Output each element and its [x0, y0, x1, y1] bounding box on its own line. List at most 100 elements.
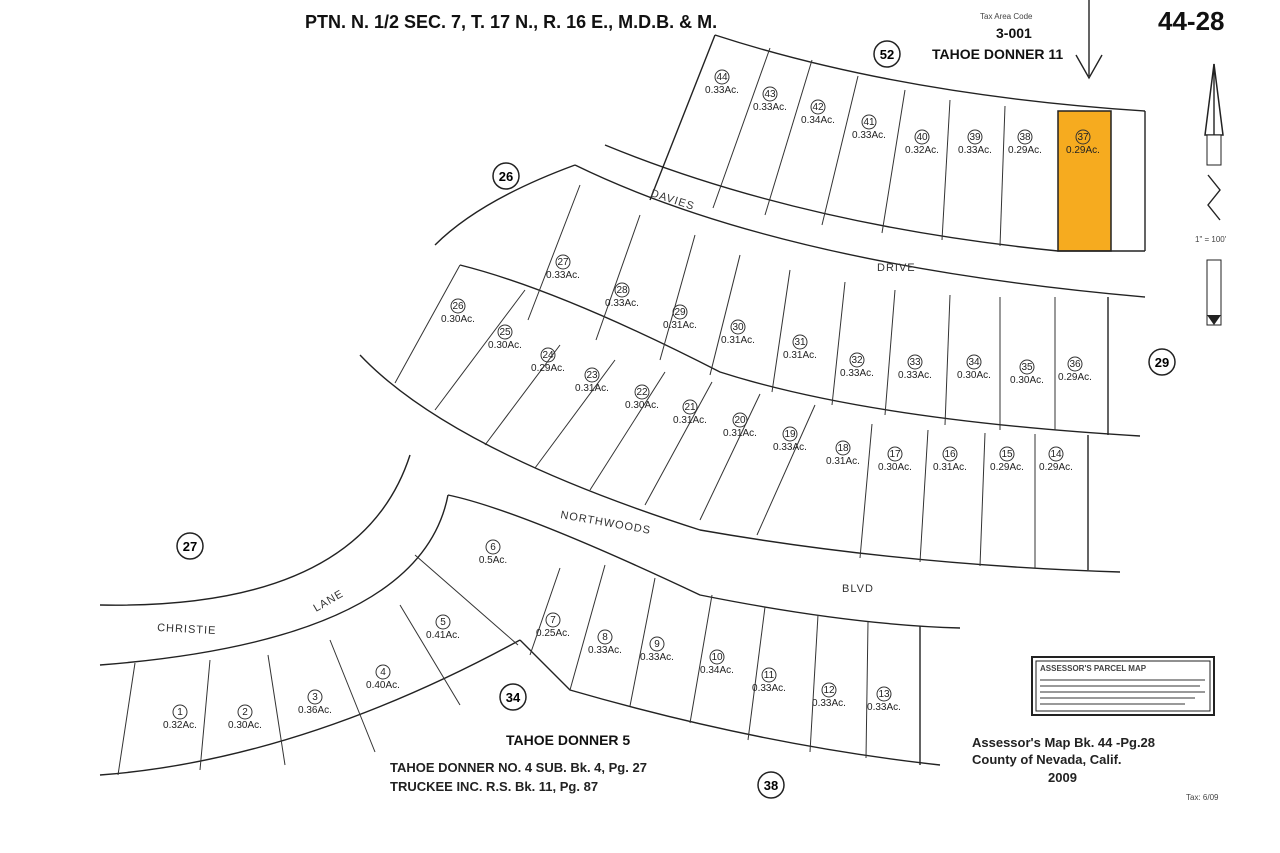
lot-number: 39: [969, 132, 981, 143]
lot-number: 20: [734, 415, 746, 426]
lot-number: 31: [794, 337, 806, 348]
lot-number: 10: [711, 652, 723, 663]
lot-25[interactable]: 250.30Ac.: [488, 324, 522, 351]
lot-7[interactable]: 70.25Ac.: [536, 612, 570, 639]
top-block-lines: [604, 34, 1146, 252]
tahoe-donner-5-label: TAHOE DONNER 5: [506, 732, 630, 748]
lot-number-circle: [485, 539, 501, 555]
lot-acreage: 0.33Ac.: [753, 102, 787, 113]
date-code: Tax: 6/09: [1186, 793, 1219, 802]
lot-20[interactable]: 200.31Ac.: [723, 412, 757, 439]
lot-42[interactable]: 420.34Ac.: [801, 99, 835, 126]
lot-13[interactable]: 130.33Ac.: [867, 686, 901, 713]
lot-number-circle: [942, 446, 958, 462]
lot-acreage: 0.29Ac.: [1058, 372, 1092, 383]
lot-number-circle: [1067, 356, 1083, 372]
lot-number-circle: [375, 664, 391, 680]
tax-area-label: Tax Area Code: [980, 12, 1033, 21]
lot-44[interactable]: 440.33Ac.: [705, 69, 739, 96]
lot-33[interactable]: 330.33Ac.: [898, 354, 932, 381]
lot-number-circle: [1075, 129, 1091, 145]
lot-14[interactable]: 140.29Ac.: [1039, 446, 1073, 473]
circled-ref-34: 34: [499, 683, 527, 711]
lot-acreage: 0.31Ac.: [933, 462, 967, 473]
lot-36[interactable]: 36 0.29Ac.: [1058, 356, 1092, 383]
lot-24[interactable]: 240.29Ac.: [531, 347, 565, 374]
lot-number-circle: [540, 347, 556, 363]
lot-acreage: 0.41Ac.: [426, 630, 460, 641]
lot-acreage: 0.33Ac.: [605, 298, 639, 309]
lot-18[interactable]: 180.31Ac.: [826, 440, 860, 467]
lot-number: 12: [823, 685, 835, 696]
lot-number: 8: [602, 632, 608, 643]
lot-4[interactable]: 40.40Ac.: [366, 664, 400, 691]
lot-acreage: 0.30Ac.: [1010, 375, 1044, 386]
lot-number: 19: [784, 429, 796, 440]
lot-number: 28: [616, 285, 628, 296]
lot-number: 36: [1069, 359, 1081, 370]
lot-number-circle: [810, 99, 826, 115]
blvd-road-label: BLVD: [842, 583, 874, 595]
lot-number: 2: [242, 707, 248, 718]
lot-37[interactable]: 370.29Ac.: [1066, 129, 1100, 156]
lot-17[interactable]: 170.30Ac.: [878, 446, 912, 473]
highlighted-parcel[interactable]: [1057, 110, 1112, 252]
lot-2[interactable]: 20.30Ac.: [228, 704, 262, 731]
lot-acreage: 0.31Ac.: [826, 456, 860, 467]
lot-41[interactable]: 410.33Ac.: [852, 114, 886, 141]
lot-27[interactable]: 270.33Ac.: [546, 254, 580, 281]
circled-ref-52: 52: [873, 40, 901, 68]
lot-22[interactable]: 220.30Ac.: [625, 384, 659, 411]
lot-12[interactable]: 12 0.33Ac.: [812, 682, 846, 709]
tahoe-donner-11-label: TAHOE DONNER 11: [932, 46, 1063, 62]
ref-circle: [499, 683, 527, 711]
lot-30[interactable]: 300.31Ac.: [721, 319, 755, 346]
lot-number-circle: [967, 129, 983, 145]
lot-number-circle: [887, 446, 903, 462]
lot-11[interactable]: 110.33Ac.: [752, 667, 786, 694]
lot-number: 13: [878, 689, 890, 700]
lot-31[interactable]: 310.31Ac.: [783, 334, 817, 361]
legend-title: ASSESSOR'S PARCEL MAP: [1040, 664, 1147, 673]
lot-number-circle: [672, 304, 688, 320]
lot-number-circle: [634, 384, 650, 400]
christie-lane-north-edge: [99, 454, 411, 606]
lot-43[interactable]: 430.33Ac.: [753, 86, 787, 113]
lot-3[interactable]: 30.36Ac.: [298, 689, 332, 716]
lot-32[interactable]: 320.33Ac.: [840, 352, 874, 379]
lot-number: 35: [1021, 362, 1033, 373]
lot-9[interactable]: 90.33Ac.: [640, 636, 674, 663]
lot-23[interactable]: 230.31Ac.: [575, 367, 609, 394]
lot-8[interactable]: 80.33Ac.: [588, 629, 622, 656]
lot-16[interactable]: 160.31Ac.: [933, 446, 967, 473]
lot-29[interactable]: 290.31Ac.: [663, 304, 697, 331]
lot-number: 11: [764, 670, 775, 681]
lot-number: 3: [312, 692, 318, 703]
lot-35[interactable]: 35 0.30Ac.: [1010, 359, 1044, 386]
lot-number-circle: [999, 446, 1015, 462]
lot-19[interactable]: 190.33Ac.: [773, 426, 807, 453]
lot-38[interactable]: 380.29Ac.: [1008, 129, 1042, 156]
lot-21[interactable]: 210.31Ac.: [673, 399, 707, 426]
lot-number: 24: [542, 350, 554, 361]
lot-number-circle: [966, 354, 982, 370]
book-line-3: 2009: [1048, 770, 1077, 785]
lot-40[interactable]: 400.32Ac.: [905, 129, 939, 156]
lot-5[interactable]: 50.41Ac.: [426, 614, 460, 641]
lot-number: 44: [716, 72, 728, 83]
lot-acreage: 0.31Ac.: [673, 415, 707, 426]
lot-6[interactable]: 60.5Ac.: [479, 539, 507, 566]
lot-15[interactable]: 150.29Ac.: [990, 446, 1024, 473]
lot-26[interactable]: 260.30Ac.: [441, 298, 475, 325]
lot-39[interactable]: 390.33Ac.: [958, 129, 992, 156]
assessor-legend-box: ASSESSOR'S PARCEL MAP: [1031, 656, 1215, 716]
lot-number-circle: [761, 667, 777, 683]
lot-34[interactable]: 340.30Ac.: [957, 354, 991, 381]
lot-10[interactable]: 100.34Ac.: [700, 649, 734, 676]
lot-28[interactable]: 28 0.33Ac.: [605, 282, 639, 309]
lot-acreage: 0.33Ac.: [812, 698, 846, 709]
lot-number-circle: [545, 612, 561, 628]
lot-number: 33: [909, 357, 921, 368]
lot-1[interactable]: 10.32Ac.: [163, 704, 197, 731]
